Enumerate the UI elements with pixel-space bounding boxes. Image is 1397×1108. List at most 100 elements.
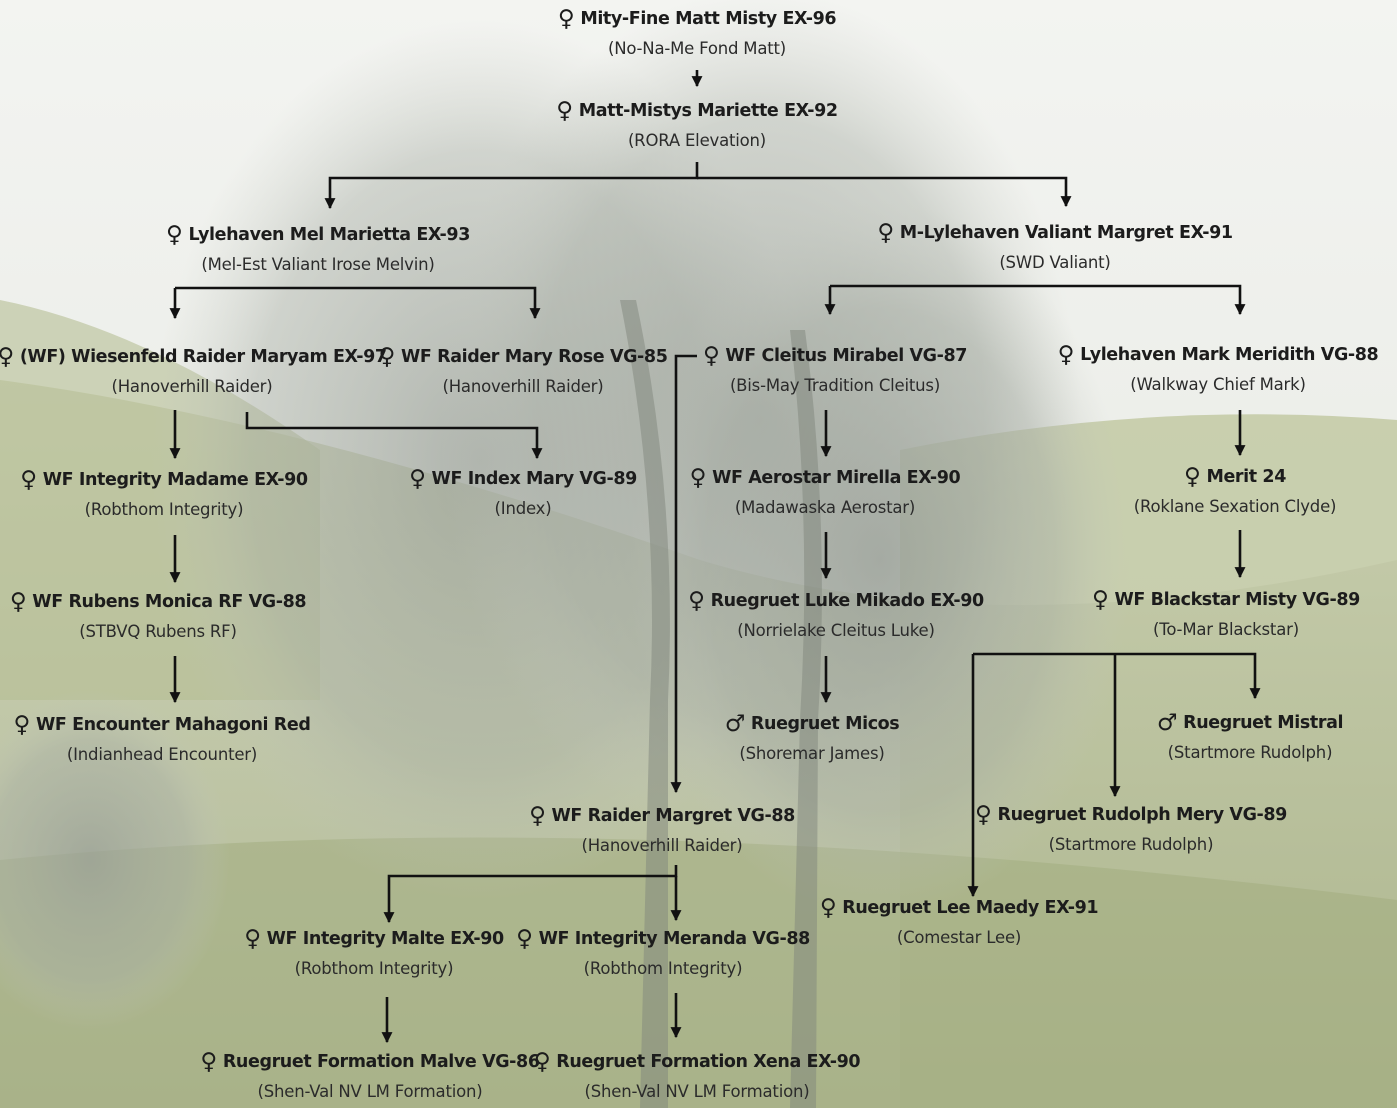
field-strip — [0, 837, 1397, 1108]
lineage-arrow — [697, 176, 1072, 208]
female-symbol-icon: ♀ — [1184, 464, 1201, 490]
lineage-arrow — [245, 412, 543, 460]
lineage-arrow — [383, 865, 678, 924]
animal-name: Lylehaven Mark Meridith VG-88 — [1080, 345, 1379, 365]
female-symbol-icon: ♀ — [166, 222, 183, 248]
female-symbol-icon: ♀ — [0, 344, 14, 370]
sire-name: (Comestar Lee) — [896, 928, 1022, 947]
female-symbol-icon: ♀ — [13, 712, 31, 738]
female-symbol-icon: ♀ — [1092, 587, 1109, 613]
animal-node: ♀WF Index Mary VG-89 (Index) — [409, 468, 637, 520]
animal-name: WF Encounter Mahagoni Red — [35, 715, 311, 735]
sire-name: (Roklane Sexation Clyde) — [1133, 497, 1337, 516]
female-symbol-icon: ♀ — [516, 926, 533, 952]
sire-name: (SWD Valiant) — [999, 253, 1111, 272]
sire-name: (To-Mar Blackstar) — [1153, 620, 1299, 639]
sire-name: (Hanoverhill Raider) — [111, 377, 273, 396]
female-symbol-icon: ♀ — [533, 1049, 551, 1075]
animal-name: WF Integrity Madame EX-90 — [42, 470, 308, 490]
animal-node: ♀M-Lylehaven Valiant Margret EX-91 (SWD V… — [877, 220, 1233, 274]
female-symbol-icon: ♀ — [20, 467, 37, 493]
animal-node: ♀Ruegruet Formation Malve VG-86(Shen-Val… — [200, 1049, 540, 1103]
female-symbol-icon: ♀ — [529, 803, 546, 829]
animal-name: WF Rubens Monica RF VG-88 — [32, 592, 307, 612]
sire-name: (Robthom Integrity) — [294, 959, 454, 978]
male-symbol-icon: ♂ — [724, 711, 746, 737]
female-symbol-icon: ♀ — [877, 220, 894, 246]
animal-name: M-Lylehaven Valiant Margret EX-91 — [899, 223, 1233, 243]
female-symbol-icon: ♀ — [244, 926, 261, 952]
sire-name: (Indianhead Encounter) — [66, 745, 258, 764]
sire-name: (Hanoverhill Raider) — [581, 836, 743, 855]
tree-trunk-right — [790, 330, 822, 1108]
animal-name: Mity-Fine Matt Misty EX-96 — [580, 9, 837, 29]
female-symbol-icon: ♀ — [409, 466, 426, 492]
animal-node: ♂Ruegruet Mistral (Startmore Rudolph) — [1156, 710, 1344, 764]
sire-name: (Shoremar James) — [739, 744, 885, 763]
animal-name: WF Integrity Malte EX-90 — [266, 929, 505, 949]
animal-node: ♂Ruegruet Micos (Shoremar James) — [725, 713, 900, 765]
animal-node: ♀WF Aerostar Mirella EX-90 (Madawaska Aer… — [690, 467, 961, 519]
animal-node: ♀WF Raider Mary Rose VG-85 (Hanoverhill R… — [379, 346, 668, 398]
animal-name: Ruegruet Formation Malve VG-86 — [222, 1052, 540, 1072]
animal-name: Ruegruet Micos — [750, 714, 900, 734]
animal-name: WF Raider Mary Rose VG-85 — [400, 347, 668, 367]
lineage-arrow — [973, 652, 1261, 700]
sire-name: (Madawaska Aerostar) — [734, 498, 916, 517]
lineage-arrow — [324, 162, 699, 210]
sire-name: (Robthom Integrity) — [84, 500, 244, 519]
animal-node: ♀WF Blackstar Misty VG-89(To-Mar Blackst… — [1092, 589, 1360, 641]
animal-node: ♀Ruegruet Formation Xena EX-90 (Shen-Val … — [533, 1049, 861, 1103]
tree-canopy-right — [630, 200, 1130, 920]
female-symbol-icon: ♀ — [556, 98, 573, 124]
sire-name: (Bis-May Tradition Cleitus) — [729, 376, 941, 395]
sire-name: (Shen-Val NV LM Formation) — [584, 1082, 810, 1101]
female-symbol-icon: ♀ — [557, 6, 575, 32]
male-symbol-icon: ♂ — [1156, 710, 1178, 736]
animal-node: ♀WF Rubens Monica RF VG-88(STBVQ Rubens … — [9, 589, 307, 643]
sire-name: (Index) — [494, 499, 552, 518]
animal-name: Matt-Mistys Mariette EX-92 — [578, 101, 838, 121]
sire-name: (Hanoverhill Raider) — [442, 377, 604, 396]
animal-name: Ruegruet Lee Maedy EX-91 — [842, 898, 1099, 918]
animal-name: Lylehaven Mel Marietta EX-93 — [188, 225, 470, 245]
animal-node: ♀WF Integrity Madame EX-90 (Robthom Integ… — [20, 467, 308, 521]
bush-left — [0, 690, 230, 1030]
lineage-arrow — [830, 284, 1246, 316]
tree-trunk-left — [620, 300, 670, 1108]
lineage-arrow — [670, 354, 697, 794]
animal-node: ♀Mity-Fine Matt Misty EX-96(No-Na-Me Fon… — [557, 6, 837, 60]
female-symbol-icon: ♀ — [1057, 342, 1075, 368]
female-symbol-icon: ♀ — [689, 465, 707, 491]
animal-node: ♀Merit 24 (Roklane Sexation Clyde) — [1134, 466, 1337, 518]
lineage-arrow — [175, 286, 541, 320]
animal-node: ♀Ruegruet Rudolph Mery VG-89 (Startmore R… — [975, 804, 1287, 856]
animal-name: WF Integrity Meranda VG-88 — [538, 929, 811, 949]
sire-name: (Startmore Rudolph) — [1167, 743, 1333, 762]
female-symbol-icon: ♀ — [378, 344, 396, 370]
animal-name: WF Raider Margret VG-88 — [551, 806, 796, 826]
sire-name: (Startmore Rudolph) — [1048, 835, 1214, 854]
animal-name: WF Aerostar Mirella EX-90 — [712, 468, 961, 488]
animal-name: WF Index Mary VG-89 — [431, 469, 638, 489]
female-symbol-icon: ♀ — [9, 589, 27, 615]
animal-name: Ruegruet Formation Xena EX-90 — [556, 1052, 861, 1072]
animal-name: Ruegruet Luke Mikado EX-90 — [710, 591, 985, 611]
animal-node: ♀Lylehaven Mark Meridith VG-88 (Walkway C… — [1058, 344, 1379, 396]
animal-node: ♀Ruegruet Lee Maedy EX-91 (Comestar Lee) — [819, 895, 1099, 949]
female-symbol-icon: ♀ — [975, 802, 992, 828]
female-symbol-icon: ♀ — [200, 1049, 217, 1075]
sire-name: (Walkway Chief Mark) — [1130, 375, 1306, 394]
animal-node: ♀Matt-Mistys Mariette EX-92(RORA Elevati… — [556, 98, 838, 152]
animal-node: ♀WF Integrity Malte EX-90 (Robthom Integr… — [244, 928, 504, 980]
animal-node: ♀WF Raider Margret VG-88 (Hanoverhill Rai… — [529, 805, 795, 857]
animal-name: WF Cleitus Mirabel VG-87 — [725, 346, 968, 366]
female-symbol-icon: ♀ — [702, 343, 720, 369]
female-symbol-icon: ♀ — [819, 895, 837, 921]
animal-name: Merit 24 — [1206, 467, 1286, 487]
animal-name: Ruegruet Mistral — [1183, 713, 1344, 733]
animal-name: Ruegruet Rudolph Mery VG-89 — [997, 805, 1288, 825]
female-symbol-icon: ♀ — [688, 588, 705, 614]
animal-node: ♀WF Cleitus Mirabel VG-87 (Bis-May Tradit… — [702, 343, 968, 397]
animal-name: (WF) Wiesenfeld Raider Maryam EX-97 — [19, 347, 387, 367]
